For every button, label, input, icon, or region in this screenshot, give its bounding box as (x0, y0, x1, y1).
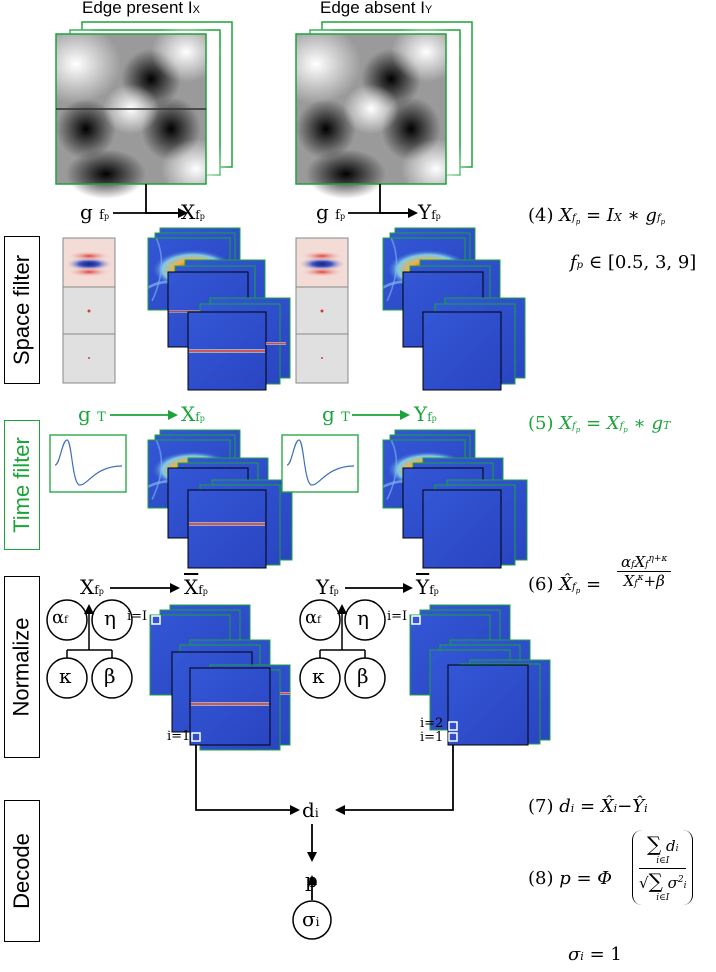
label-yhat-fp: Yfp (416, 575, 439, 599)
label-y-fp-norm-in: Yfp (316, 575, 339, 599)
label-x-fp-norm-in: Xfp (80, 575, 104, 599)
label-g-fp-left: g fp (80, 200, 110, 224)
label-di: di (302, 798, 319, 822)
label-gt-left: g T (78, 402, 106, 426)
label-sigma-i: σi (302, 907, 320, 931)
param-beta-left: β (104, 664, 116, 688)
kernel-strip-right (295, 237, 349, 384)
label-gt-right: g T (322, 402, 350, 426)
param-eta-left: η (104, 606, 116, 630)
kernel-strip-left (62, 237, 116, 384)
label-x-fp-space: Xfp (181, 200, 205, 224)
top-arrows (113, 184, 408, 214)
label-y-fp-time: Yfp (414, 402, 437, 426)
temporal-kernel-plot-left (49, 434, 127, 493)
image-stack-absent (271, 21, 473, 199)
equation-6-fraction: αfXfη+κ Xfκ+β (617, 553, 672, 590)
param-kappa-left: κ (59, 664, 72, 688)
index-label-i-2-right: i=2 (420, 716, 444, 731)
stage-decode: Decode (4, 800, 40, 942)
stage-time-filter: Time filter (4, 420, 40, 550)
title-edge-present: Edge present IX (82, 0, 200, 17)
title-edge-absent: Edge absent IY (320, 0, 433, 17)
time-map-stack-y (382, 429, 528, 569)
equation-sigma: σi = 1 (568, 944, 622, 965)
equation-fp-set: fp ∈ [0.5, 3, 9] (570, 252, 697, 273)
label-xhat-fp: Xfp (184, 575, 208, 599)
label-p: p (305, 868, 318, 892)
image-stack-present (31, 21, 233, 199)
equation-5: (5) Xfp = Xfp ∗ gT (528, 413, 671, 434)
norm-map-stack-y (409, 604, 551, 746)
equation-6: (6) X̂fp = (528, 574, 602, 595)
index-label-i-1-right: i=1 (420, 730, 444, 745)
index-label-i-I-right: i=I (387, 609, 408, 624)
norm-params-right (299, 599, 386, 699)
sigma-node (292, 900, 332, 940)
norm-params-left (46, 599, 133, 699)
label-x-fp-time: Xfp (181, 402, 205, 426)
index-label-i-I-left: i=I (127, 609, 148, 624)
decode-arrows (195, 745, 454, 900)
param-alpha-left: αf (52, 607, 68, 628)
time-map-stack-x (147, 429, 293, 569)
label-y-fp-space: Yfp (418, 200, 441, 224)
stage-normalize: Normalize (4, 576, 40, 758)
equation-8: (8) p = Φ (528, 868, 613, 889)
space-map-stack-y (382, 227, 526, 391)
space-map-stack-x (147, 227, 291, 391)
equation-7: (7) di = X̂i−Ŷi (528, 796, 648, 817)
param-eta-right: η (357, 606, 369, 630)
index-label-i-1-left: i=1 (167, 729, 191, 744)
label-g-fp-right: g fp (316, 200, 346, 224)
equation-4: (4) Xfp = IX ∗ gfp (528, 205, 666, 226)
temporal-kernel-plot-right (281, 434, 359, 493)
param-beta-right: β (357, 664, 369, 688)
stage-space-filter: Space filter (4, 236, 40, 384)
param-alpha-right: αf (305, 607, 321, 628)
norm-map-stack-x (149, 604, 291, 751)
param-kappa-right: κ (312, 664, 325, 688)
